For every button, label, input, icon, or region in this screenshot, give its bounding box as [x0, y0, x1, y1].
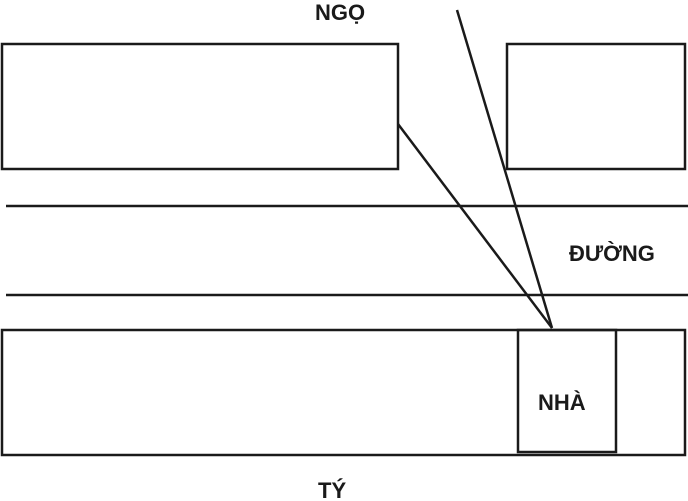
label-north: NGỌ [315, 0, 365, 25]
label-road: ĐƯỜNG [569, 241, 655, 266]
bottom-block [0, 328, 687, 457]
house-box [516, 328, 618, 454]
sight-line-north-axis [455, 9, 554, 329]
top-right-building [505, 42, 687, 171]
top-left-building [0, 42, 400, 171]
label-house: NHÀ [538, 390, 586, 415]
label-south: TÝ [318, 478, 346, 501]
sight-line-from-left-building [397, 123, 553, 329]
